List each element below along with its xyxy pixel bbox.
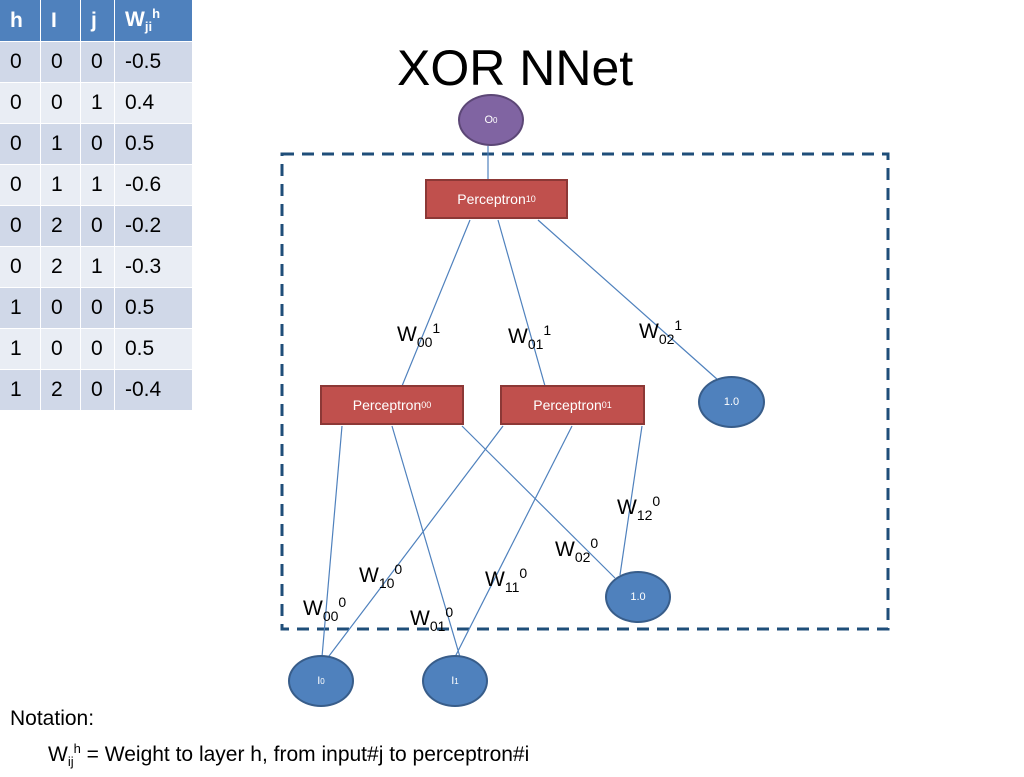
weight-label-w02-0: W020 (555, 535, 599, 565)
table-cell-h: 1 (0, 328, 41, 370)
table-cell-i: 1 (40, 123, 81, 165)
table-cell-w: 0.5 (114, 123, 193, 165)
table-cell-i: 2 (40, 369, 81, 411)
table-cell-w: 0.5 (114, 287, 193, 329)
table-cell-i: 0 (40, 328, 81, 370)
table-cell-h: 0 (0, 164, 41, 206)
weight-label-w01-1: W011 (508, 322, 552, 352)
bias-node-layer0: 1.0 (605, 571, 671, 623)
table-cell-h: 0 (0, 82, 41, 124)
table-cell-w: 0.5 (114, 328, 193, 370)
notation-block: Notation: Wijh = Weight to layer h, from… (10, 704, 529, 777)
edge-p00-in1 (391, 425, 461, 658)
hidden-layer-box (280, 152, 890, 631)
table-cell-i: 2 (40, 205, 81, 247)
weight-label-w10-0: W100 (359, 561, 403, 591)
notation-definition: Wijh = Weight to layer h, from input#j t… (48, 741, 530, 770)
table-cell-j: 1 (80, 82, 115, 124)
weight-label-w00-0: W000 (303, 594, 347, 624)
table-cell-w: -0.2 (114, 205, 193, 247)
edge-p10-bias1 (537, 219, 719, 381)
table-cell-i: 1 (40, 164, 81, 206)
table-cell-j: 0 (80, 369, 115, 411)
table-cell-w: 0.4 (114, 82, 193, 124)
edge-p10-p01 (497, 219, 546, 387)
table-header-row: h I j Wjih (0, 0, 193, 42)
table-cell-j: 0 (80, 123, 115, 165)
table-cell-j: 0 (80, 328, 115, 370)
weight-label-w01-0: W010 (410, 604, 454, 634)
notation-heading: Notation: (10, 707, 95, 730)
table-cell-i: 0 (40, 82, 81, 124)
table-cell-h: 1 (0, 287, 41, 329)
table-cell-w: -0.3 (114, 246, 193, 288)
edge-p01-bias0 (619, 425, 643, 576)
header-j: j (80, 0, 115, 42)
edge-p00-bias0 (461, 425, 616, 579)
table-cell-h: 0 (0, 246, 41, 288)
page-title: XOR NNet (397, 40, 634, 96)
table-cell-w: -0.4 (114, 369, 193, 411)
edge-p10-p00 (401, 219, 471, 387)
table-cell-h: 1 (0, 369, 41, 411)
edges (321, 146, 719, 661)
weight-label-w00-1: W001 (397, 320, 441, 350)
table-cell-h: 0 (0, 41, 41, 83)
table-cell-w: -0.5 (114, 41, 193, 83)
table-cell-w: -0.6 (114, 164, 193, 206)
edge-p01-in1 (454, 425, 573, 658)
table-cell-h: 0 (0, 205, 41, 247)
header-weight: Wjih (114, 0, 193, 42)
weight-label-w11-0: W110 (485, 565, 528, 595)
edge-p00-in0 (321, 425, 343, 658)
edge-p01-in0 (325, 425, 504, 661)
table-cell-h: 0 (0, 123, 41, 165)
table-cell-j: 0 (80, 287, 115, 329)
bias-node-layer1: 1.0 (698, 376, 765, 428)
header-h: h (0, 0, 41, 42)
weight-label-w12-0: W120 (617, 493, 661, 523)
table-cell-j: 1 (80, 164, 115, 206)
table-cell-i: 0 (40, 287, 81, 329)
weight-label-w02-1: W021 (639, 317, 683, 347)
table-cell-j: 1 (80, 246, 115, 288)
table-cell-j: 0 (80, 41, 115, 83)
header-i: I (40, 0, 81, 42)
table-cell-j: 0 (80, 205, 115, 247)
table-cell-i: 2 (40, 246, 81, 288)
table-cell-i: 0 (40, 41, 81, 83)
